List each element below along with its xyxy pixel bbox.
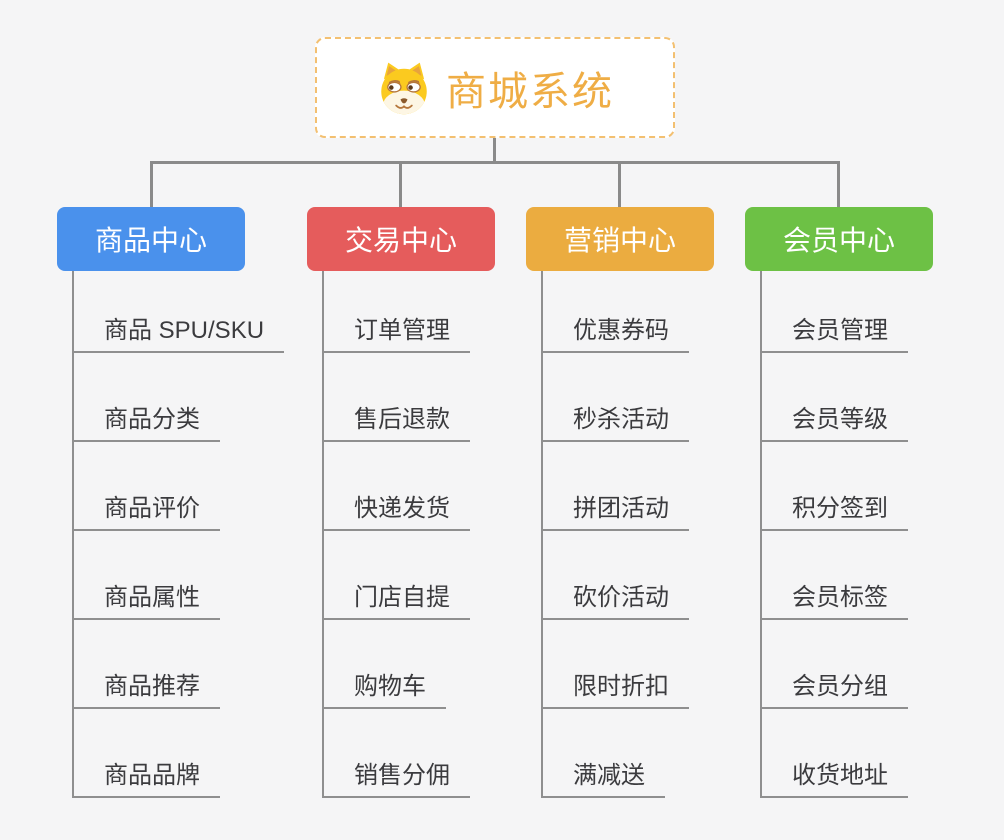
- column-vertical-line: [322, 271, 324, 798]
- branch-box-member-center[interactable]: 会员中心: [745, 207, 933, 271]
- leaf-node[interactable]: 砍价活动: [541, 584, 689, 620]
- leaf-node[interactable]: 收货地址: [760, 762, 908, 798]
- branch-box-marketing-center[interactable]: 营销中心: [526, 207, 714, 271]
- leaf-node[interactable]: 商品属性: [72, 584, 220, 620]
- leaf-node[interactable]: 秒杀活动: [541, 406, 689, 442]
- leaf-node[interactable]: 售后退款: [322, 406, 470, 442]
- branch-label: 商品中心: [94, 225, 207, 256]
- leaf-node[interactable]: 商品分类: [72, 406, 220, 442]
- root-node[interactable]: 商城系统: [315, 37, 675, 138]
- branch-label: 会员中心: [782, 225, 895, 256]
- leaf-node[interactable]: 会员等级: [760, 406, 908, 442]
- branch-horizontal-line: [150, 161, 840, 164]
- root-title: 商城系统: [446, 69, 614, 114]
- branch-box-product-center[interactable]: 商品中心: [57, 207, 245, 271]
- doge-face-icon: [381, 62, 427, 114]
- leaf-node[interactable]: 购物车: [322, 673, 446, 709]
- branch-box-trade-center[interactable]: 交易中心: [307, 207, 495, 271]
- branch-label: 交易中心: [344, 225, 457, 256]
- leaf-node[interactable]: 积分签到: [760, 495, 908, 531]
- leaf-node[interactable]: 订单管理: [322, 317, 470, 353]
- branch-drop-line: [150, 161, 153, 207]
- leaf-node[interactable]: 商品品牌: [72, 762, 220, 798]
- column-vertical-line: [72, 271, 74, 798]
- leaf-node[interactable]: 商品 SPU/SKU: [72, 317, 285, 353]
- branch-drop-line: [837, 161, 840, 207]
- column-vertical-line: [760, 271, 762, 798]
- branch-label: 营销中心: [563, 225, 676, 256]
- branch-drop-line: [399, 161, 402, 207]
- leaf-node[interactable]: 门店自提: [322, 584, 470, 620]
- branch-drop-line: [618, 161, 621, 207]
- leaf-node[interactable]: 拼团活动: [541, 495, 689, 531]
- column-vertical-line: [541, 271, 543, 798]
- leaf-node[interactable]: 限时折扣: [541, 673, 689, 709]
- leaf-node[interactable]: 会员标签: [760, 584, 908, 620]
- leaf-node[interactable]: 快递发货: [322, 495, 470, 531]
- root-stem-line: [493, 137, 496, 164]
- leaf-node[interactable]: 优惠券码: [541, 317, 689, 353]
- leaf-node[interactable]: 会员分组: [760, 673, 908, 709]
- leaf-node[interactable]: 商品评价: [72, 495, 220, 531]
- leaf-node[interactable]: 会员管理: [760, 317, 908, 353]
- leaf-node[interactable]: 销售分佣: [322, 762, 470, 798]
- leaf-node[interactable]: 满减送: [541, 762, 665, 798]
- leaf-node[interactable]: 商品推荐: [72, 673, 220, 709]
